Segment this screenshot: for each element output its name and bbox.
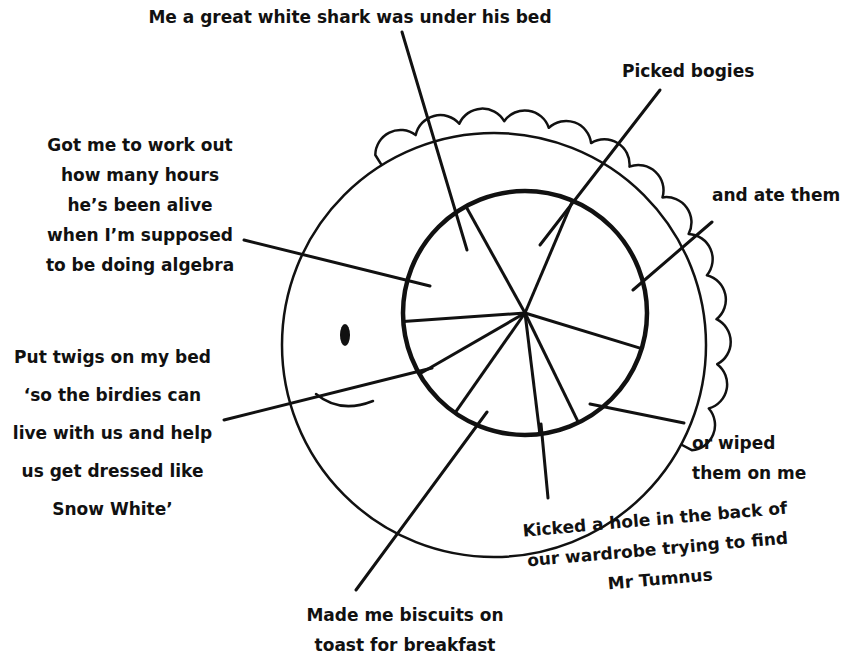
- leader-line: [244, 240, 430, 286]
- brain-note: Put twigs on my bed ‘so the birdies can …: [5, 338, 220, 528]
- pie-spoke: [455, 313, 525, 413]
- pie-spoke: [525, 313, 540, 434]
- pie-spoke: [525, 201, 573, 313]
- pie-spoke: [403, 313, 525, 322]
- brain-note: Picked bogies: [622, 56, 792, 86]
- leader-line: [633, 222, 712, 290]
- hair: [375, 109, 730, 451]
- eye: [340, 324, 350, 346]
- pie-spoke: [466, 206, 525, 313]
- brain-note: and ate them: [712, 180, 857, 210]
- brain-note: Got me to work out how many hours he’s b…: [45, 130, 235, 280]
- leader-line: [590, 404, 684, 423]
- leader-line: [540, 90, 660, 245]
- pie-spoke: [525, 313, 642, 349]
- leader-line: [356, 412, 487, 590]
- face-outline: [282, 133, 706, 557]
- leader-line: [402, 32, 467, 250]
- brain-note: or wiped them on me: [692, 428, 812, 488]
- pie-circle: [403, 191, 647, 435]
- brain-note: Kicked a hole in the back of our wardrob…: [512, 492, 804, 606]
- pie-spoke: [419, 313, 525, 374]
- brain-note: Made me biscuits on toast for breakfast: [292, 600, 518, 660]
- leader-line: [224, 368, 432, 420]
- leader-line: [541, 424, 548, 498]
- brain-note: Me a great white shark was under his bed: [90, 2, 610, 32]
